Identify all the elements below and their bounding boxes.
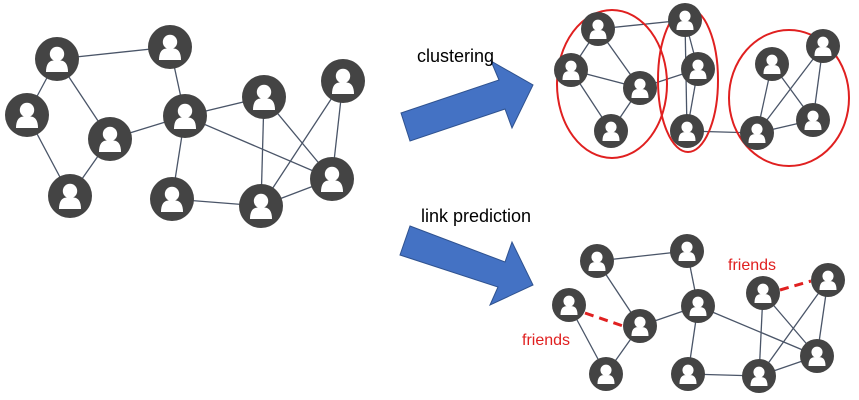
cluster-ring [556, 9, 668, 159]
person-icon [670, 234, 704, 268]
person-icon [800, 339, 834, 373]
person-icon [35, 37, 79, 81]
person-icon [88, 117, 132, 161]
person-icon [746, 276, 780, 310]
friends-label-top: friends [728, 257, 777, 274]
person-icon [589, 357, 623, 391]
person-icon [681, 289, 715, 323]
person-icon [681, 52, 715, 86]
link-prediction-graph-edge [697, 305, 818, 357]
person-icon [148, 25, 192, 69]
person-icon [623, 71, 657, 105]
person-icon [811, 263, 845, 297]
person-icon [150, 177, 194, 221]
clustering-arrow-icon [400, 59, 534, 142]
person-icon [48, 174, 92, 218]
link-prediction-caption: link prediction [421, 206, 532, 226]
person-icon [670, 114, 704, 148]
left-graph-edge [260, 80, 344, 207]
person-icon [5, 93, 49, 137]
person-icon [594, 114, 628, 148]
person-icon [580, 244, 614, 278]
person-icon [796, 103, 830, 137]
person-icon [740, 116, 774, 150]
diagram-annotations [399, 7, 850, 328]
predicted-link [779, 279, 812, 292]
person-icon [321, 59, 365, 103]
clustering-caption: clustering [417, 46, 495, 66]
link-prediction-arrow-icon [399, 225, 534, 307]
person-icon [239, 184, 283, 228]
person-icon [755, 47, 789, 81]
person-icon [671, 357, 705, 391]
person-icon [742, 359, 776, 393]
person-icon [163, 94, 207, 138]
person-icon [806, 29, 840, 63]
friends-label-bottom: friends [522, 332, 571, 349]
person-icon [623, 309, 657, 343]
person-icon [310, 157, 354, 201]
person-icon [552, 288, 586, 322]
person-icon [554, 53, 588, 87]
cluster-ring [728, 29, 850, 167]
person-icon [668, 3, 702, 37]
person-icon [581, 12, 615, 46]
person-icon [242, 75, 286, 119]
clustered-graph-edge [756, 45, 824, 134]
predicted-link [584, 311, 624, 328]
left-graph-edge [184, 115, 333, 180]
link-prediction-graph-edge [758, 279, 829, 377]
